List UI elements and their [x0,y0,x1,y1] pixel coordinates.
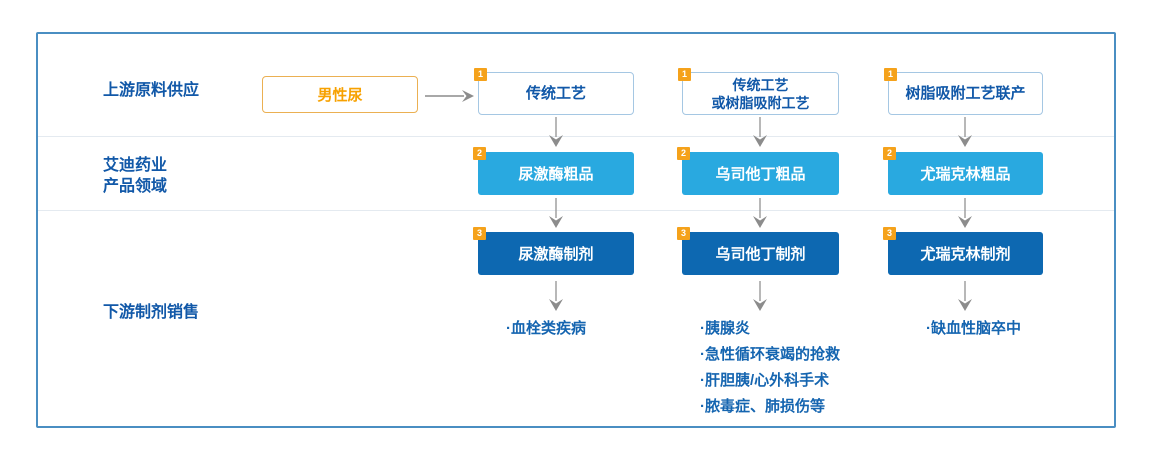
formulation-box-kallidinogenase: 3 尤瑞克林制剂 [883,227,1043,275]
crude-box-urokinase: 2 尿激酶粗品 [473,147,634,195]
indication-item: ·脓毒症、肺损伤等 [700,398,825,415]
indication-list-urokinase: ·血栓类疾病 [506,316,586,342]
arrow-down-icon [549,281,563,311]
step-badge: 1 [678,68,691,81]
process-label-line1: 传统工艺 [732,76,789,93]
formulation-box-ulinastatin: 3 乌司他丁制剂 [677,227,839,275]
indication-list-kallidinogenase: ·缺血性脑卒中 [926,316,1021,342]
company-row-label: 艾迪药业 产品领域 [103,155,167,197]
formulation-box-urokinase: 3 尿激酶制剂 [473,227,634,275]
arrow-down-icon [958,198,972,228]
male-urine-label: 男性尿 [317,87,363,104]
indication-item: ·缺血性脑卒中 [926,320,1021,337]
step-badge: 3 [883,227,896,240]
arrow-down-icon [549,198,563,228]
formulation-label: 尤瑞克林制剂 [920,246,1011,263]
arrow-down-icon [549,117,563,147]
crude-label: 尿激酶粗品 [518,166,594,183]
arrow-down-icon [753,281,767,311]
indication-item: ·急性循环衰竭的抢救 [700,346,840,363]
crude-label: 乌司他丁粗品 [715,166,806,183]
indication-item: ·胰腺炎 [700,320,750,337]
company-row-label-line2: 产品领域 [103,178,168,195]
process-label: 传统工艺 [525,85,586,102]
arrow-down-icon [753,198,767,228]
arrow-down-icon [753,117,767,147]
company-row-label-line1: 艾迪药业 [103,157,168,174]
row-divider-1 [38,136,1114,137]
downstream-row-label: 下游制剂销售 [103,304,200,321]
step-badge: 2 [677,147,690,160]
step-badge: 2 [883,147,896,160]
process-box-kallidinogenase: 1 树脂吸附工艺联产 [884,68,1043,115]
indication-item: ·血栓类疾病 [506,320,586,337]
arrow-right-icon [425,90,474,102]
step-badge: 1 [474,68,487,81]
crude-box-kallidinogenase: 2 尤瑞克林粗品 [883,147,1043,195]
indication-item: ·肝胆胰/心外科手术 [700,372,830,389]
formulation-label: 尿激酶制剂 [518,246,594,263]
process-label: 树脂吸附工艺联产 [905,85,1026,102]
crude-label: 尤瑞克林粗品 [920,166,1011,183]
arrow-down-icon [958,281,972,311]
indication-list-ulinastatin: ·胰腺炎 ·急性循环衰竭的抢救 ·肝胆胰/心外科手术 ·脓毒症、肺损伤等 [700,316,840,420]
upstream-row-label: 上游原料供应 [103,82,200,99]
step-badge: 1 [884,68,897,81]
step-badge: 3 [473,227,486,240]
male-urine-box: 男性尿 [262,76,418,113]
formulation-label: 乌司他丁制剂 [715,246,806,263]
crude-box-ulinastatin: 2 乌司他丁粗品 [677,147,839,195]
process-label-line2: 或树脂吸附工艺 [711,94,810,111]
step-badge: 3 [677,227,690,240]
process-box-ulinastatin: 1 传统工艺 或树脂吸附工艺 [678,68,839,115]
step-badge: 2 [473,147,486,160]
process-box-urokinase: 1 传统工艺 [474,68,634,115]
arrow-down-icon [958,117,972,147]
row-divider-2 [38,210,1114,211]
